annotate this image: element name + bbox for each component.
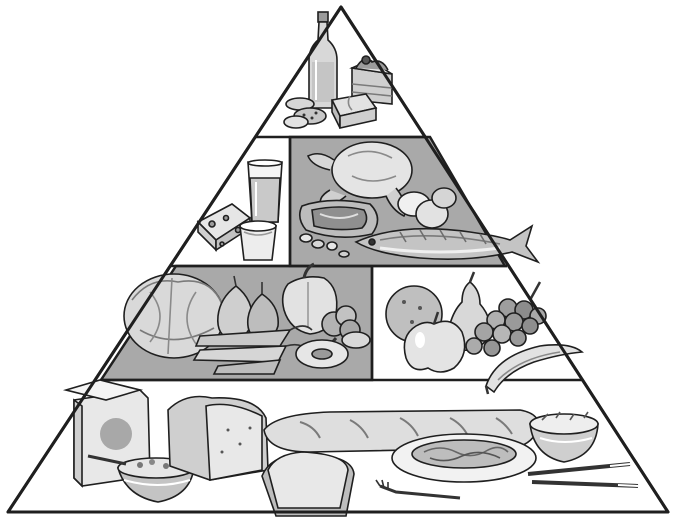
pasta-plate-icon: [392, 434, 536, 482]
bread-slices-icon: [262, 452, 354, 516]
steak-icon: [300, 200, 378, 237]
glass-of-milk-icon: [248, 160, 282, 222]
bread-loaf-icon: [168, 397, 268, 481]
yogurt-cup-icon: [240, 221, 276, 260]
